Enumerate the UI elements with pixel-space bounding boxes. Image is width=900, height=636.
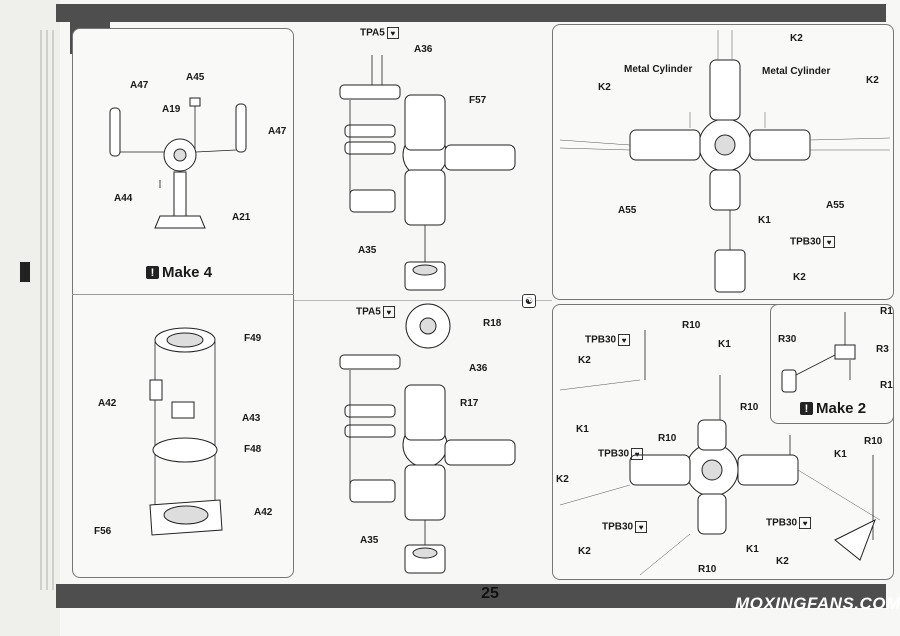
locktite-icon: ♥ [382,306,395,318]
label-K1: K1 [718,339,731,350]
label-TPB30-text: TPB30 [598,448,630,460]
locktite-icon: ♥ [635,521,648,533]
label-TPB30: TPB30♥ [766,517,812,529]
label-TPA5: TPA5♥ [360,27,399,39]
swirl-icon: ☯ [522,294,536,308]
label-K1: K1 [758,215,771,226]
label-R10: R10 [864,436,883,447]
label-K2: K2 [598,82,611,93]
header-bar [56,4,886,22]
label-A45: A45 [186,72,205,83]
label-K1: K1 [746,544,759,555]
label-K2: K2 [866,75,879,86]
label-K2: K2 [776,556,789,567]
label-R1: R1 [880,306,893,317]
label-TPA5-text: TPA5 [356,306,381,318]
label-K2: K2 [578,546,591,557]
page-tab-marker [20,262,30,282]
label-A21: A21 [232,212,251,223]
label-TPA5-text: TPA5 [360,27,385,39]
panel-make2 [770,304,894,424]
label-A55: A55 [826,200,845,211]
label-TPB30-text: TPB30 [602,521,634,533]
label-A47: A47 [268,126,287,137]
make2-title-text: Make 2 [816,400,867,417]
locktite-icon: ♥ [631,448,644,460]
label-K2: K2 [556,474,569,485]
label-A35: A35 [358,245,377,256]
watermark: MOXINGFANS.COM [735,594,900,613]
make4-drawing [109,97,247,229]
rotor-top-drawing [559,30,891,293]
label-R3: R3 [876,344,889,355]
footer-bar [56,584,886,608]
label-A35: A35 [360,535,379,546]
make2-title: ! Make 2 [800,400,866,417]
label-TPB30: TPB30♥ [602,521,648,533]
binding-edge [0,0,60,636]
label-A42: A42 [254,507,273,518]
label-A43: A43 [242,413,261,424]
label-K2: K2 [578,355,591,366]
label-R1: R1 [880,380,893,391]
center-divider [294,300,552,301]
label-TPB30: TPB30♥ [585,334,631,346]
label-A55: A55 [618,205,637,216]
page-edge [52,30,54,590]
label-A19: A19 [162,104,181,115]
hub-top-drawing [339,55,516,291]
tube-drawing [149,327,223,536]
label-TPB30-text: TPB30 [585,334,617,346]
label-F56: F56 [94,526,112,537]
label-F49: F49 [244,333,262,344]
locktite-icon: ♥ [386,27,399,39]
label-R10: R10 [658,433,677,444]
label-R17: R17 [460,398,479,409]
locktite-icon: ♥ [618,334,631,346]
hub-bottom-drawing [339,303,516,574]
label-TPB30: TPB30♥ [790,236,836,248]
page-edge [40,30,42,590]
label-K1: K1 [576,424,589,435]
panel-assembly-left [72,28,294,578]
rotor-bottom-drawing [559,330,881,576]
label-R30: R30 [778,334,797,345]
label-A44: A44 [114,193,133,204]
warning-icon: ! [146,266,159,279]
locktite-icon: ♥ [823,236,836,248]
label-R10: R10 [698,564,717,575]
page-edge [46,30,48,590]
warning-icon: ! [800,402,813,415]
make2-drawing [781,312,856,393]
label-K1: K1 [834,449,847,460]
label-A36: A36 [414,44,433,55]
label-metal-cylinder: Metal Cylinder [624,64,693,75]
make4-title: ! Make 4 [146,264,212,281]
label-R18: R18 [483,318,502,329]
label-TPB30-text: TPB30 [766,517,798,529]
label-K2: K2 [790,33,803,44]
label-F57: F57 [469,95,487,106]
label-K2: K2 [793,272,806,283]
label-TPB30: TPB30♥ [598,448,644,460]
label-R10: R10 [682,320,701,331]
panel-divider [72,294,294,295]
label-metal-cylinder: Metal Cylinder [762,66,831,77]
page-number: 25 [481,585,499,602]
label-A42: A42 [98,398,117,409]
label-R10: R10 [740,402,759,413]
make4-title-text: Make 4 [162,264,213,281]
locktite-icon: ♥ [799,517,812,529]
label-TPB30-text: TPB30 [790,236,822,248]
label-A36: A36 [469,363,488,374]
label-A47: A47 [130,80,149,91]
label-TPA5: TPA5♥ [356,306,395,318]
label-F48: F48 [244,444,262,455]
